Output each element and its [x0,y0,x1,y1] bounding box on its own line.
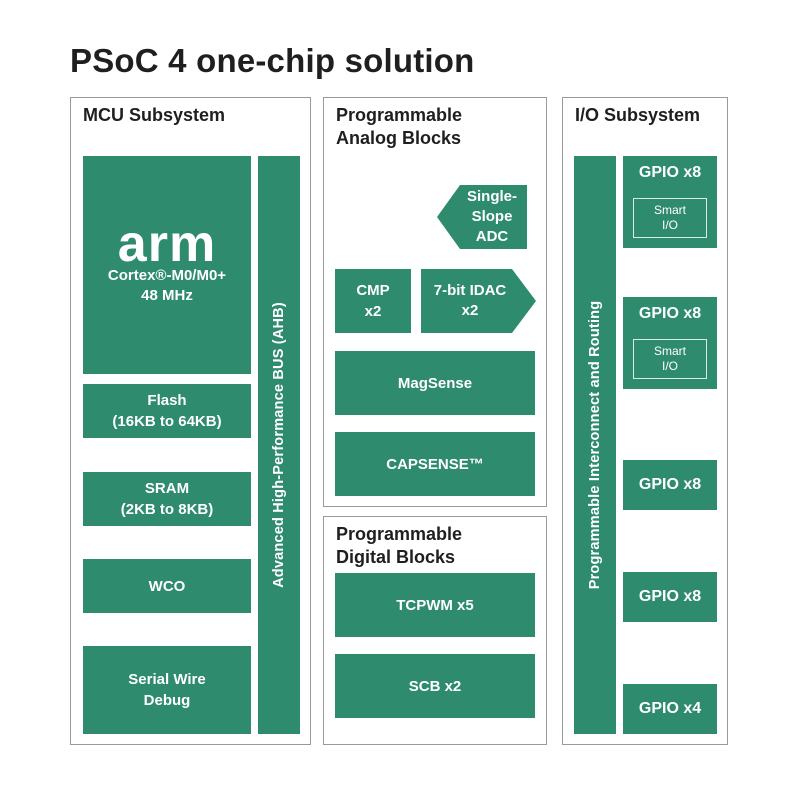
tcpwm-block: TCPWM x5 [335,573,535,637]
mcu-subsystem-panel: MCU Subsystem arm Cortex®-M0/M0+ 48 MHz … [70,97,311,745]
serial-wire-debug-block: Serial Wire Debug [83,646,251,734]
io-subsystem-panel: I/O Subsystem Programmable Interconnect … [562,97,728,745]
analog-shapes [421,185,536,333]
magsense-block: MagSense [335,351,535,415]
gpio-label: GPIO x8 [638,588,702,605]
io-subsystem-title: I/O Subsystem [575,105,701,125]
analog-blocks-panel: Programmable Analog Blocks Single-Slope … [323,97,547,507]
ahb-bus-bar: Advanced High-Performance BUS (AHB) [258,156,300,734]
interconnect-label: Programmable Interconnect and Routing [587,300,603,590]
gpio-block: GPIO x8 [623,460,717,510]
flash-block: Flash (16KB to 64KB) [83,384,251,438]
arm-cpu-block: arm Cortex®-M0/M0+ 48 MHz [83,156,251,374]
gpio-label: GPIO x4 [638,700,702,717]
adc-label: Single-Slope ADC [466,188,517,245]
mcu-subsystem-title: MCU Subsystem [83,105,226,125]
idac-shape [421,269,536,333]
gpio-label: GPIO x8 [638,305,702,322]
cpu-label: Cortex®-M0/M0+ 48 MHz [107,267,227,304]
scb-block: SCB x2 [335,654,535,718]
smart-io-box: Smart I/O [633,339,707,379]
idac-label: 7-bit IDAC x2 [433,282,507,319]
adc-shape [437,185,527,249]
gpio-label: GPIO x8 [638,476,702,493]
gpio-block: GPIO x8 [623,572,717,622]
gpio-block: GPIO x8 Smart I/O [623,156,717,248]
wco-block: WCO [83,559,251,613]
analog-blocks-title: Programmable Analog Blocks [336,105,463,148]
interconnect-bar: Programmable Interconnect and Routing [574,156,616,734]
capsense-block: CAPSENSE™ [335,432,535,496]
arm-logo: arm [117,215,217,273]
digital-blocks-title: Programmable Digital Blocks [336,524,463,567]
diagram-title: PSoC 4 one-chip solution [70,42,475,79]
digital-blocks-panel: Programmable Digital Blocks TCPWM x5 SCB… [323,516,547,745]
gpio-block: GPIO x8 Smart I/O [623,297,717,389]
gpio-label: GPIO x8 [638,164,702,181]
smart-io-box: Smart I/O [633,198,707,238]
sram-block: SRAM (2KB to 8KB) [83,472,251,526]
cmp-block: CMP x2 [335,269,411,333]
gpio-block: GPIO x4 [623,684,717,734]
ahb-bus-label: Advanced High-Performance BUS (AHB) [271,302,287,588]
